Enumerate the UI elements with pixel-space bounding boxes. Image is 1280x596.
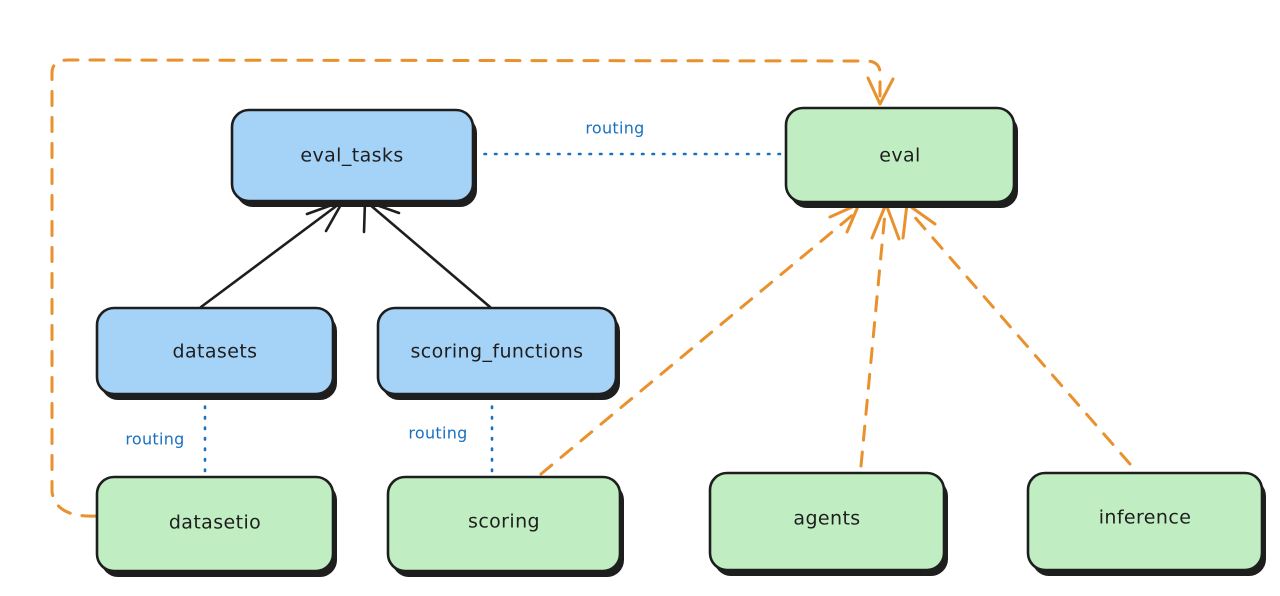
node-agents-body[interactable] [708, 471, 946, 572]
node-eval-label: eval [879, 145, 920, 167]
edge-label-routing-datasetio: routing [125, 430, 184, 449]
node-datasets-label: datasets [173, 341, 258, 363]
node-scoring_functions-body[interactable] [376, 306, 618, 396]
node-datasets-body[interactable] [95, 306, 335, 396]
node-eval_tasks-body[interactable] [230, 108, 475, 203]
node-agents-label: agents [793, 508, 860, 530]
node-eval_tasks[interactable]: eval_tasks [230, 108, 477, 207]
edge-agents-to-eval [859, 202, 901, 468]
node-datasetio-body[interactable] [95, 475, 335, 573]
node-inference[interactable]: inference [1026, 471, 1266, 576]
edge-datasetio-to-eval [50, 58, 895, 518]
edge-scoring_functions-to-eval_tasks [362, 199, 492, 309]
node-scoring[interactable]: scoring [386, 475, 624, 577]
edge-label-routing-scoring: routing [408, 424, 467, 443]
node-datasetio[interactable]: datasetio [95, 475, 337, 577]
node-eval_tasks-label: eval_tasks [300, 145, 403, 167]
edge-datasets-to-eval_tasks [199, 199, 345, 309]
node-inference-body[interactable] [1026, 471, 1264, 572]
node-datasets[interactable]: datasets [95, 306, 337, 400]
node-agents[interactable]: agents [708, 471, 948, 576]
node-scoring_functions[interactable]: scoring_functions [376, 306, 620, 400]
node-eval-body[interactable] [784, 106, 1016, 204]
node-scoring-body[interactable] [386, 475, 622, 573]
edge-inference-to-eval [901, 202, 1132, 466]
edge-label-routing-eval: routing [585, 119, 644, 138]
node-scoring-label: scoring [468, 511, 540, 533]
node-eval[interactable]: eval [784, 106, 1018, 208]
node-inference-label: inference [1099, 507, 1192, 529]
node-scoring_functions-label: scoring_functions [411, 341, 584, 363]
node-datasetio-label: datasetio [169, 512, 261, 534]
